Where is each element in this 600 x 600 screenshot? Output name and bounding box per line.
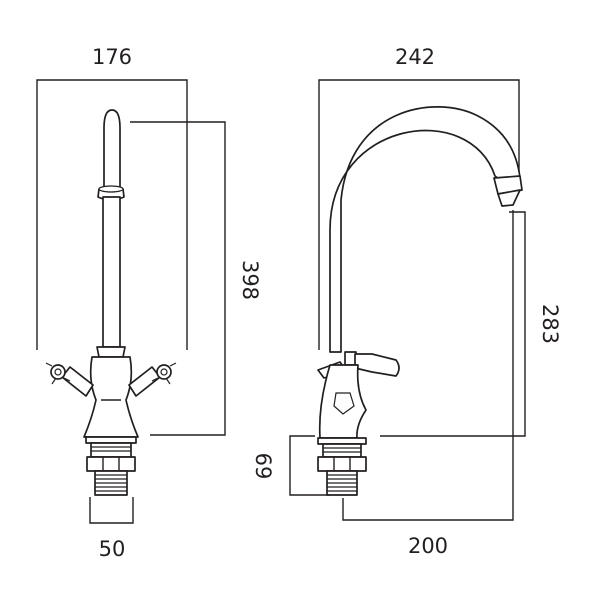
front-tap-body xyxy=(45,109,177,496)
side-width-label: 242 xyxy=(395,45,435,69)
front-width-label: 176 xyxy=(92,45,132,69)
side-tap-body xyxy=(317,106,523,496)
front-view: 176 398 50 xyxy=(36,45,262,561)
side-deck-height-label: 69 xyxy=(251,453,275,480)
side-deck-height-dimension: 69 xyxy=(251,435,330,496)
front-height-label: 398 xyxy=(238,260,262,300)
side-spout-height-label: 283 xyxy=(538,304,562,344)
front-base-label: 50 xyxy=(99,537,126,561)
front-base-dimension: 50 xyxy=(89,497,134,561)
side-reach-dimension: 200 xyxy=(342,210,514,558)
side-width-dimension: 242 xyxy=(318,45,520,350)
side-reach-label: 200 xyxy=(408,534,448,558)
front-width-dimension: 176 xyxy=(36,45,188,350)
side-spout-height-dimension: 283 xyxy=(380,211,562,437)
side-view: 242 283 69 200 xyxy=(251,45,562,558)
front-height-dimension: 398 xyxy=(130,121,262,436)
